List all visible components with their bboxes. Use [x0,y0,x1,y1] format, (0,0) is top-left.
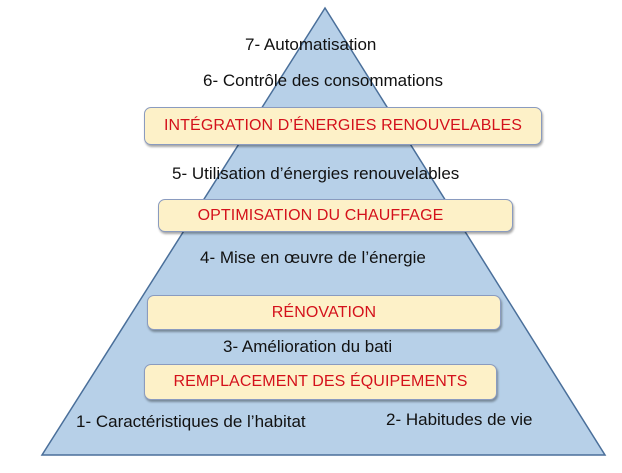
level-3-amelioration-bati: 3- Amélioration du bati [223,337,393,356]
level-7-automatisation: 7- Automatisation [245,35,377,54]
action-label-integration: INTÉGRATION D’ÉNERGIES RENOUVELABLES [163,117,523,134]
action-label-renovation: RÉNOVATION [271,303,377,321]
action-label-optimisation: OPTIMISATION DU CHAUFFAGE [197,206,444,224]
action-box-optimisation: OPTIMISATION DU CHAUFFAGE [158,199,513,232]
action-box-remplacement: REMPLACEMENT DES ÉQUIPEMENTS [144,364,497,400]
level-1-caracteristiques-habitat: 1- Caractéristiques de l’habitat [76,412,306,431]
level-4-mise-en-oeuvre: 4- Mise en œuvre de l’énergie [200,248,426,267]
level-5-energies-renouvelables: 5- Utilisation d’énergies renouvelables [172,164,460,183]
level-2-habitudes-vie: 2- Habitudes de vie [386,410,533,429]
action-box-renovation: RÉNOVATION [147,295,501,330]
level-6-controle-consommations: 6- Contrôle des consommations [203,71,444,90]
action-box-integration: INTÉGRATION D’ÉNERGIES RENOUVELABLES [144,107,542,145]
action-label-remplacement: REMPLACEMENT DES ÉQUIPEMENTS [173,373,468,390]
